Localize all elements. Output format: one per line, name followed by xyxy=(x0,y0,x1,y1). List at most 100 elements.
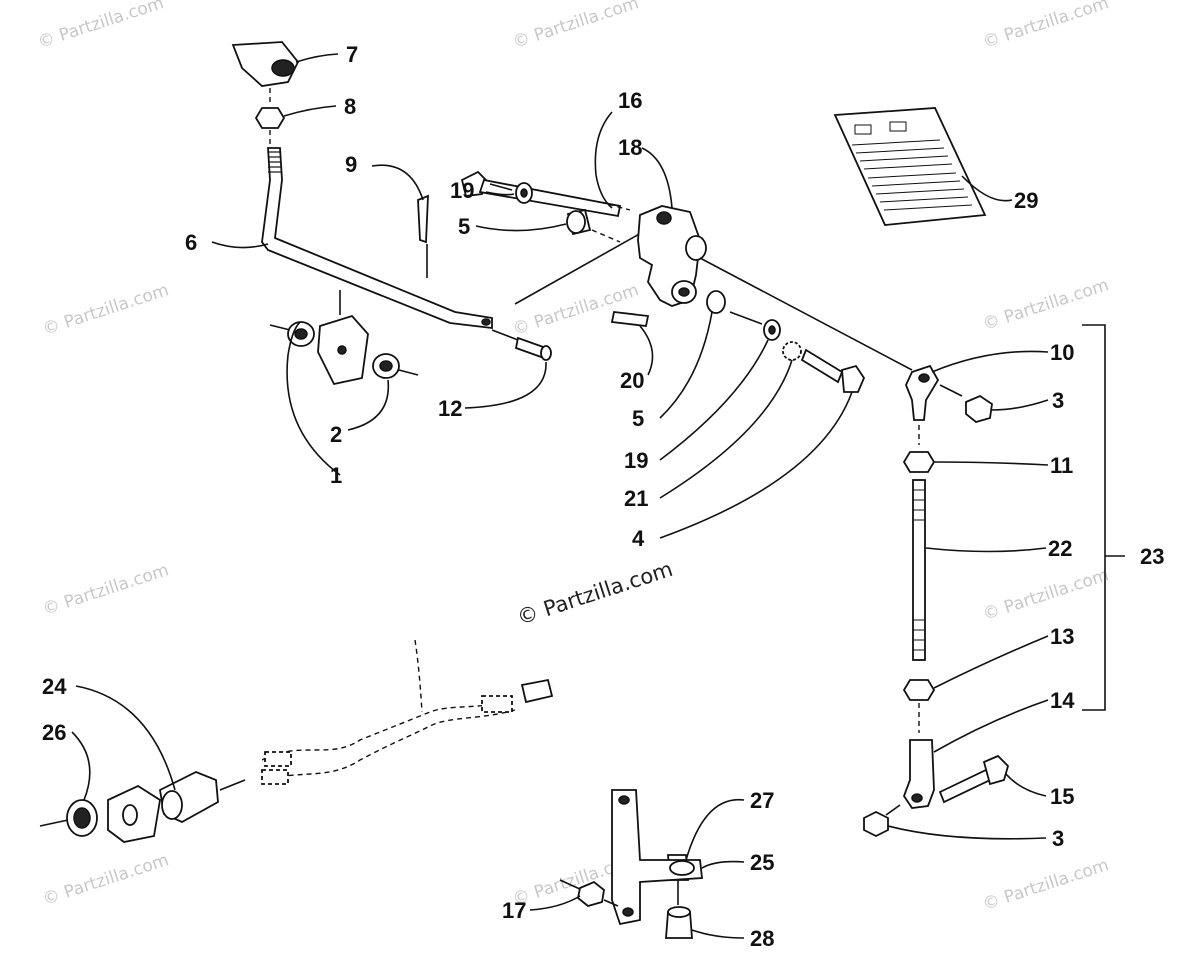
leader-7 xyxy=(295,53,339,63)
warning-decal xyxy=(833,107,987,226)
leader-27 xyxy=(685,798,745,861)
harness-connector-b xyxy=(261,769,289,785)
watermark: © Partzilla.com xyxy=(510,280,641,340)
callout-11: 11 xyxy=(1050,453,1073,478)
rod-hole xyxy=(481,318,491,326)
bracket-boss xyxy=(685,235,707,261)
callout-4: 4 xyxy=(632,526,645,551)
washer-bottom-axis xyxy=(729,311,763,325)
leader-15 xyxy=(1005,773,1047,797)
bracket-bolt-shank xyxy=(478,178,622,218)
reverse-switch-body xyxy=(161,790,183,820)
clevis-pin-head xyxy=(540,345,552,361)
washer-bottom-hole xyxy=(768,325,776,335)
callout-27: 27 xyxy=(750,788,774,813)
spacer-axis xyxy=(591,229,621,243)
rod-end-upper xyxy=(905,364,940,421)
leader-19-bottom xyxy=(659,339,769,461)
watermark: © Partzilla.com xyxy=(40,850,171,910)
center-watermark: © Partzilla.com xyxy=(514,557,676,630)
switch-lead-stub xyxy=(219,779,246,791)
callout-8: 8 xyxy=(344,94,356,119)
cable-bracket xyxy=(611,789,703,926)
leader-6 xyxy=(211,241,269,249)
switch-axis-left xyxy=(39,819,69,827)
leader-10 xyxy=(931,350,1049,373)
reverse-cable-inner xyxy=(551,676,678,851)
callout-28: 28 xyxy=(750,926,774,951)
cotter-pin xyxy=(417,194,429,244)
leader-26 xyxy=(71,731,91,801)
bracket-hole-top xyxy=(656,211,672,225)
jam-nut-upper xyxy=(902,451,936,473)
rod-end-bolt-head xyxy=(982,754,1010,786)
cable-bracket-assembly xyxy=(551,676,703,939)
callout-24: 24 xyxy=(42,674,67,699)
leader-19-top xyxy=(485,191,515,196)
watermark: © Partzilla.com xyxy=(40,560,171,620)
harness-connector-a xyxy=(264,751,292,767)
bushing-axis-left xyxy=(269,324,291,331)
shift-lever-assembly xyxy=(231,41,651,386)
bracket-nut-axis xyxy=(559,879,583,891)
bushing-right-bore xyxy=(379,360,393,372)
callout-3-upper: 3 xyxy=(1052,388,1064,413)
leader-17 xyxy=(529,895,581,911)
switch-bushing-bore xyxy=(73,807,91,829)
watermark: © Partzilla.com xyxy=(980,275,1111,335)
bushing-axis-right xyxy=(398,369,419,376)
clevis-pin-axis xyxy=(491,329,519,341)
callout-19-top: 19 xyxy=(450,178,474,203)
callout-22: 22 xyxy=(1048,536,1072,561)
rod-thread xyxy=(268,151,281,173)
watermark: © Partzilla.com xyxy=(980,0,1111,53)
callout-23: 23 xyxy=(1140,544,1164,569)
wire-harness-upper xyxy=(261,699,511,761)
spacer-bottom xyxy=(706,290,726,314)
leader-20 xyxy=(639,325,654,376)
bracket-lower-hole xyxy=(678,287,690,297)
leader-28 xyxy=(691,929,745,939)
callout-17: 17 xyxy=(502,898,526,923)
callout-5-top: 5 xyxy=(458,214,470,239)
leader-4 xyxy=(659,391,853,539)
leader-9 xyxy=(371,164,424,201)
bracket-bolt-lower-head xyxy=(841,364,866,393)
leader-1 xyxy=(286,321,341,476)
watermark: © Partzilla.com xyxy=(980,855,1111,915)
switch-plate-hole xyxy=(122,804,138,826)
leader-11 xyxy=(933,461,1049,466)
threaded-rod xyxy=(912,479,926,661)
leader-12 xyxy=(464,361,547,409)
callout-10: 10 xyxy=(1050,340,1074,365)
leader-3-upper xyxy=(991,399,1049,411)
callout-29: 29 xyxy=(1014,188,1038,213)
callout-1: 1 xyxy=(330,463,342,488)
shift-knob-bore xyxy=(271,59,295,77)
callout-6: 6 xyxy=(185,230,197,255)
lever-nut xyxy=(254,107,286,129)
roll-pin xyxy=(610,311,650,327)
rod-end-nut-axis xyxy=(939,384,963,397)
pivot-bracket-assembly xyxy=(460,170,913,393)
rod-end-bolt-shank xyxy=(938,768,992,804)
bracket-nut-axis-2 xyxy=(603,899,619,907)
callout-5-bottom: 5 xyxy=(632,406,644,431)
rod-end-nut-upper xyxy=(965,394,993,423)
rod-end-nut-lower-axis xyxy=(885,804,901,816)
wire-harness-lower xyxy=(261,709,516,781)
pivot-hole xyxy=(337,345,347,355)
callout-7: 7 xyxy=(346,42,358,67)
leader-16 xyxy=(594,111,613,209)
callout-3-lower: 3 xyxy=(1052,826,1064,851)
rod-end-lower-hole xyxy=(911,793,923,803)
cable-cap-top xyxy=(667,906,691,918)
leader-21 xyxy=(659,359,793,499)
watermark: © Partzilla.com xyxy=(35,0,166,53)
assembly-bracket-23 xyxy=(1082,324,1106,711)
tie-rod-assembly xyxy=(863,324,1106,838)
leader-5-bottom xyxy=(659,311,713,419)
rod-end-nut-lower xyxy=(863,810,889,838)
callout-labels: 7 8 9 6 2 1 12 16 18 19 5 20 5 19 21 4 2… xyxy=(42,42,1164,951)
